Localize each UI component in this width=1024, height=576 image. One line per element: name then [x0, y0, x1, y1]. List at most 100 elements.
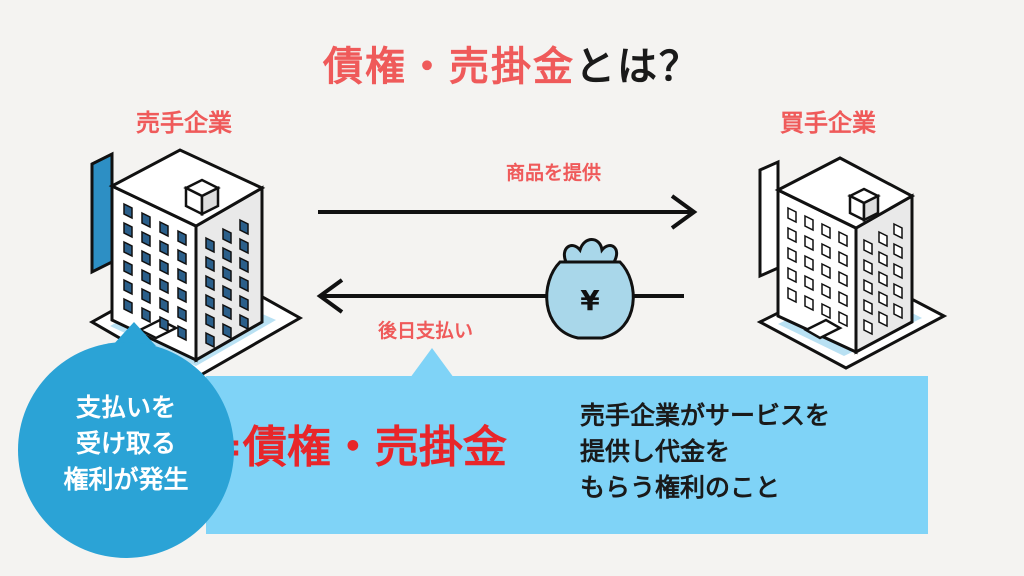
callout-text: 支払いを 受け取る 権利が発生 — [18, 390, 234, 498]
callout-line: 支払いを — [75, 393, 176, 422]
window-icon — [863, 318, 873, 336]
window-icon — [893, 222, 903, 240]
window-icon — [804, 234, 814, 252]
buyer-windows — [787, 206, 903, 336]
window-icon — [159, 296, 169, 314]
window-icon — [222, 246, 232, 264]
window-icon — [159, 239, 169, 257]
window-icon — [838, 310, 848, 328]
window-icon — [863, 298, 873, 316]
window-icon — [239, 256, 249, 274]
callout-circle — [18, 342, 234, 558]
window-icon — [804, 294, 814, 312]
window-icon — [239, 275, 249, 293]
window-icon — [177, 229, 187, 247]
definition-line: もらう権利のこと — [580, 473, 781, 502]
window-icon — [177, 267, 187, 285]
window-icon — [177, 305, 187, 323]
seller-windows — [123, 202, 249, 349]
window-icon — [205, 331, 215, 349]
window-icon — [787, 246, 797, 264]
payment-flow-label: 後日支払い — [378, 320, 474, 342]
window-icon — [863, 278, 873, 296]
window-icon — [804, 274, 814, 292]
definition-panel — [206, 376, 928, 534]
window-icon — [838, 290, 848, 308]
window-icon — [123, 202, 133, 220]
buyer-label: 買手企業 — [780, 109, 876, 137]
window-icon — [141, 211, 151, 229]
window-icon — [878, 270, 888, 288]
window-icon — [205, 236, 215, 254]
window-icon — [893, 282, 903, 300]
window-icon — [141, 287, 151, 305]
window-icon — [222, 227, 232, 245]
window-icon — [177, 324, 187, 342]
window-icon — [239, 313, 249, 331]
window-icon — [123, 221, 133, 239]
window-icon — [878, 230, 888, 248]
window-icon — [821, 222, 831, 240]
window-icon — [239, 237, 249, 255]
window-icon — [159, 315, 169, 333]
window-icon — [159, 220, 169, 238]
window-icon — [878, 310, 888, 328]
window-icon — [787, 266, 797, 284]
window-icon — [141, 249, 151, 267]
goods-arrow — [318, 194, 698, 230]
window-icon — [821, 242, 831, 260]
seller-label: 売手企業 — [136, 109, 232, 137]
window-icon — [821, 282, 831, 300]
window-icon — [878, 290, 888, 308]
window-icon — [205, 293, 215, 311]
window-icon — [804, 254, 814, 272]
window-icon — [222, 265, 232, 283]
window-icon — [863, 258, 873, 276]
window-icon — [205, 255, 215, 273]
window-icon — [222, 303, 232, 321]
window-icon — [804, 214, 814, 232]
title-highlight: 債権・売掛金 — [323, 44, 575, 90]
definition-line: 提供し代金を — [580, 437, 731, 466]
callout-line: 権利が発生 — [63, 465, 189, 494]
window-icon — [878, 250, 888, 268]
window-icon — [893, 242, 903, 260]
callout-pointer — [112, 322, 156, 346]
window-icon — [863, 238, 873, 256]
window-icon — [838, 250, 848, 268]
window-icon — [141, 268, 151, 286]
window-icon — [123, 278, 133, 296]
window-icon — [177, 248, 187, 266]
window-icon — [821, 262, 831, 280]
window-icon — [159, 258, 169, 276]
window-icon — [838, 270, 848, 288]
window-icon — [205, 312, 215, 330]
window-icon — [123, 297, 133, 315]
window-icon — [205, 274, 215, 292]
page-title: 債権・売掛金とは？ — [0, 40, 1024, 94]
definition-line: 売手企業がサービスを — [580, 401, 831, 430]
window-icon — [787, 226, 797, 244]
buyer-building-icon — [756, 156, 948, 370]
window-icon — [821, 302, 831, 320]
window-icon — [787, 206, 797, 224]
window-icon — [123, 240, 133, 258]
window-icon — [177, 286, 187, 304]
window-icon — [239, 294, 249, 312]
window-icon — [141, 306, 151, 324]
yen-symbol: ¥ — [580, 284, 600, 317]
definition-term: =債権・売掛金 — [206, 422, 507, 473]
panel-pointer — [410, 348, 454, 378]
window-icon — [787, 286, 797, 304]
window-icon — [222, 322, 232, 340]
window-icon — [838, 230, 848, 248]
title-rest: とは？ — [575, 44, 701, 90]
goods-flow-label: 商品を提供 — [506, 162, 602, 184]
window-icon — [893, 262, 903, 280]
window-icon — [222, 284, 232, 302]
definition-description: 売手企業がサービスを 提供し代金を もらう権利のこと — [580, 398, 830, 506]
window-icon — [239, 218, 249, 236]
callout-line: 受け取る — [75, 429, 176, 458]
window-icon — [123, 259, 133, 277]
window-icon — [159, 277, 169, 295]
